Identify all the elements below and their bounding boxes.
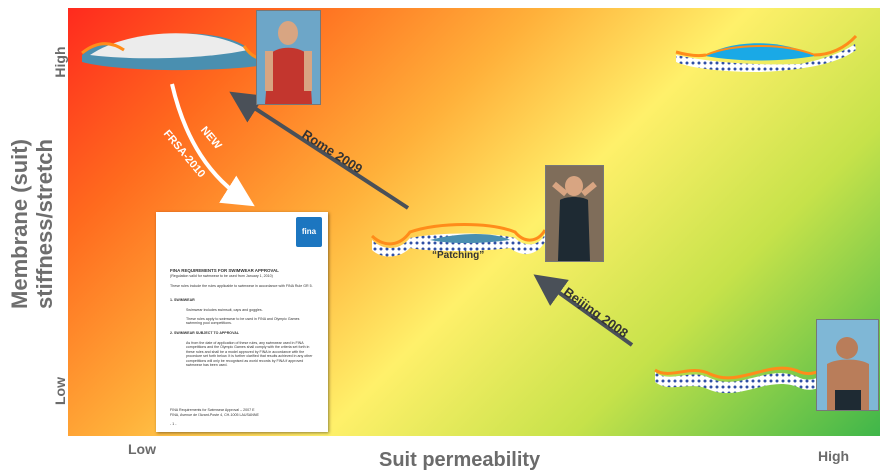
fina-regulation-document: fina FINA REQUIREMENTS FOR SWIMWEAR APPR… [156,212,328,432]
doc-section1-head: 1. SWIMWEAR [170,298,195,302]
membrane-high-stiff-low-perm [81,33,259,71]
swimmer-photo-middle [545,165,604,262]
fina-logo: fina [296,217,322,247]
membrane-patching [370,223,547,257]
doc-footer2: FINA, Avenue de l'Avant-Poste 4, CH-1005… [170,413,259,417]
x-axis-high-label: High [818,448,850,464]
doc-intro: These rules include the rules applicable… [170,284,313,288]
arrow-beijing-2008 [533,274,634,347]
doc-section1-text1: Swimwear includes swimsuit, caps and gog… [186,308,263,312]
arrow-frsa-2010 [170,83,255,207]
doc-section2-text: As from the date of application of these… [186,341,313,368]
membrane-low-stiff-high-perm [654,352,844,394]
swimmer-photo-top [256,10,321,105]
arrow-rome-2009 [229,91,410,210]
x-axis-low-label: Low [128,441,156,457]
doc-page-number: - 1 - [170,422,177,426]
membrane-high-stiff-high-perm [675,34,858,72]
doc-footer1: FINA Requirements for Swimwear Approval … [170,408,255,412]
doc-title: FINA REQUIREMENTS FOR SWIMWEAR APPROVAL [170,268,279,273]
doc-section2-head: 2. SWIMWEAR SUBJECT TO APPROVAL [170,331,240,335]
doc-subtitle: (Regulation valid for swimwear to be use… [170,274,273,278]
x-axis-title: Suit permeability [379,449,541,471]
label-patching: “Patching” [432,250,485,261]
doc-section1-text2: These rules apply to swimwear to be used… [186,317,300,326]
swimmer-photo-bottom [816,319,879,411]
